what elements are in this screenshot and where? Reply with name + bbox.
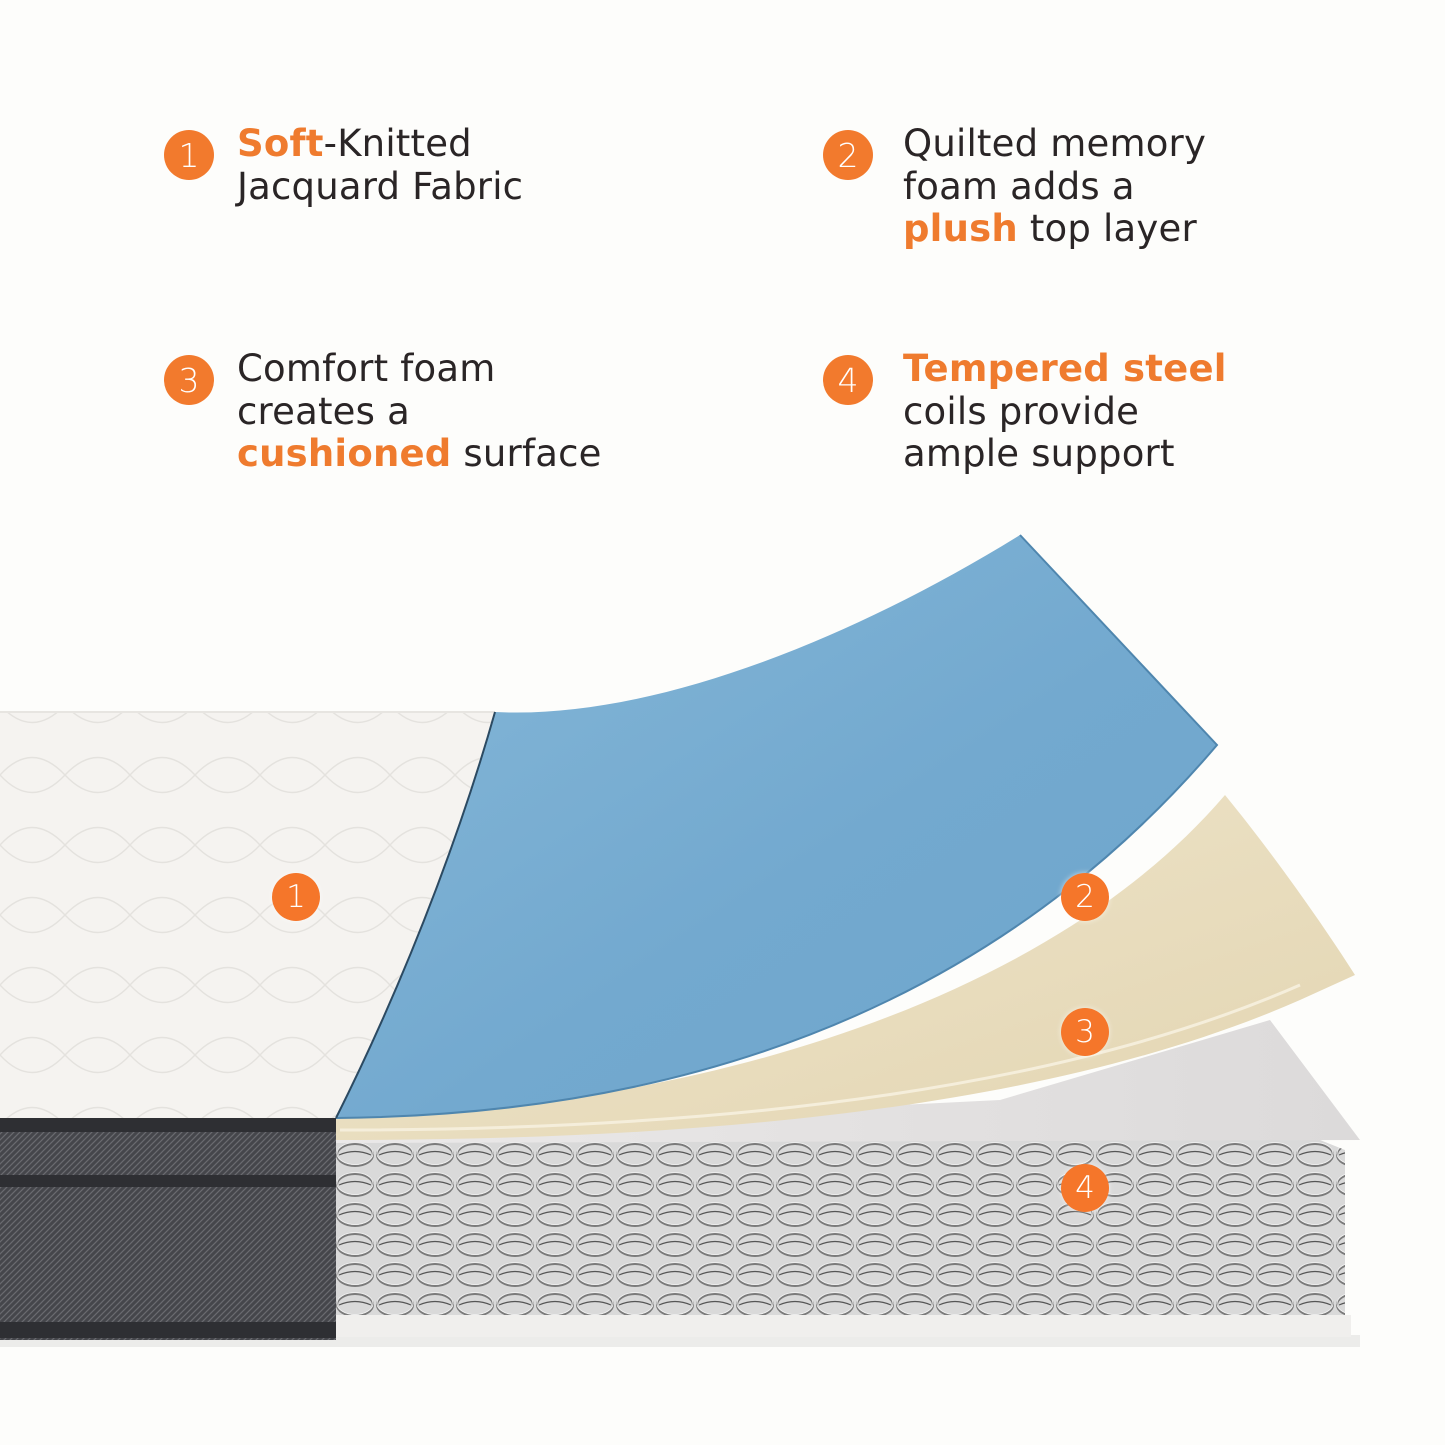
callout-1-line-2: Jacquard Fabric — [237, 164, 524, 209]
callout-1-line-1: Soft-Knitted — [237, 122, 523, 166]
callout-2-line-3-rest: top layer — [1017, 207, 1197, 250]
insulator-pad — [336, 1020, 1360, 1143]
base-shadow — [0, 1335, 1360, 1347]
memory-foam-layer — [336, 535, 1217, 1118]
fabric-cover-layer — [0, 711, 495, 1118]
highlight-cushioned: cushioned — [237, 432, 452, 475]
steel-coils-layer — [336, 1138, 1351, 1337]
highlight-plush: plush — [903, 207, 1018, 250]
side-panel — [0, 1118, 336, 1340]
layer-marker-4: 4 — [1061, 1164, 1109, 1212]
number-badge-1: 1 — [164, 130, 214, 180]
callout-2-line-2-rest: foam adds a — [903, 164, 1135, 208]
callout-4-line-2: coils provide — [903, 389, 1227, 434]
highlight-tempered-steel: Tempered steel — [903, 347, 1227, 390]
callout-1-line-1-rest: -Knitted — [323, 122, 472, 165]
layer-marker-1: 1 — [272, 873, 320, 921]
callout-2-line-3: plush top layer — [903, 207, 1206, 251]
number-badge-4: 4 — [823, 355, 873, 405]
callout-3-line-1-rest: Comfort foam — [237, 347, 496, 390]
callout-3-line-2-rest: creates a — [237, 389, 410, 433]
callout-4-line-2-rest: coils provide — [903, 389, 1140, 433]
callout-3-line-3: cushioned surface — [237, 432, 602, 476]
highlight-soft: Soft — [237, 122, 324, 165]
callout-3-text: Comfort foam creates a cushioned surface — [237, 347, 602, 476]
number-badge-2: 2 — [823, 130, 873, 180]
callout-4-line-1: Tempered steel — [903, 347, 1227, 391]
callout-4-line-3: ample support — [903, 432, 1227, 476]
callout-1-line-2-rest: Jacquard Fabric — [237, 164, 524, 208]
callout-2-text: Quilted memory foam adds a plush top lay… — [903, 122, 1207, 251]
callout-1-text: Soft-Knitted Jacquard Fabric — [237, 122, 524, 209]
layer-marker-3: 3 — [1061, 1008, 1109, 1056]
callout-4-line-3-rest: ample support — [903, 432, 1175, 475]
callout-2-line-2: foam adds a — [903, 164, 1206, 209]
callout-4-text: Tempered steel coils provide ample suppo… — [903, 347, 1227, 476]
callout-3-line-3-rest: surface — [451, 432, 602, 475]
callout-3-line-1: Comfort foam — [237, 347, 602, 391]
callout-2-line-1-rest: Quilted memory — [903, 122, 1207, 165]
number-badge-3: 3 — [164, 355, 214, 405]
layer-marker-2: 2 — [1061, 873, 1109, 921]
callout-3-line-2: creates a — [237, 389, 602, 434]
callout-2-line-1: Quilted memory — [903, 122, 1207, 166]
